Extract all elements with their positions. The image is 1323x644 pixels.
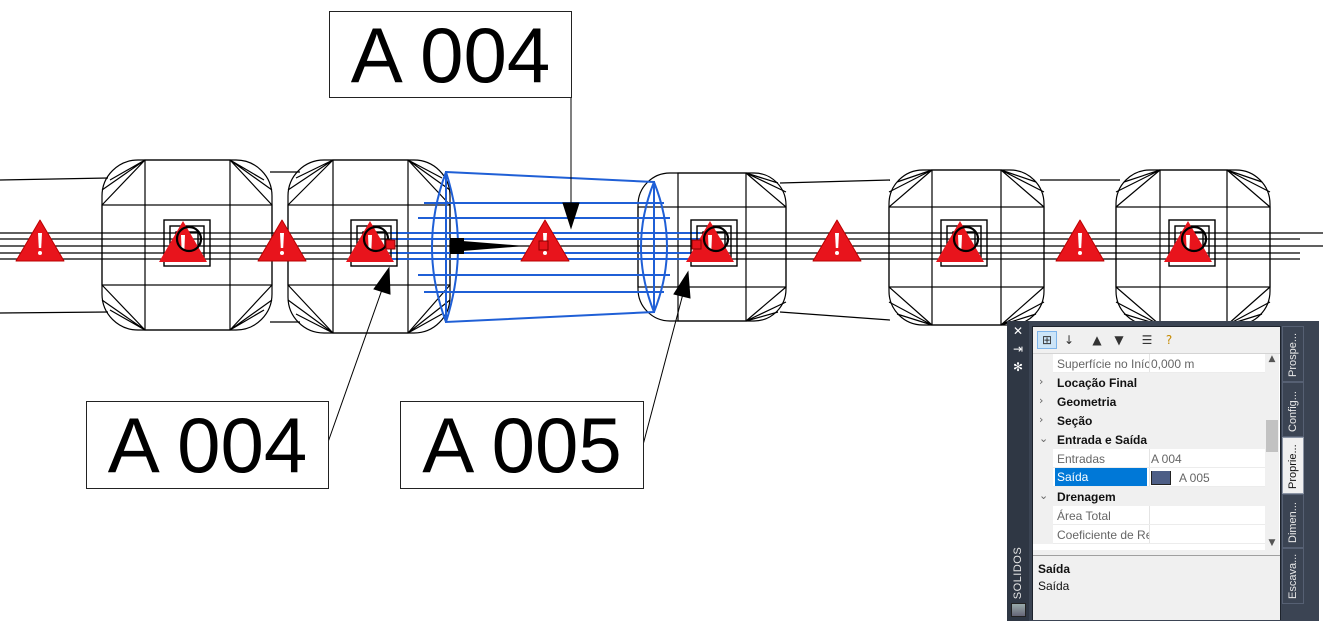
prop-row-area-total[interactable]: Área Total bbox=[1033, 506, 1265, 525]
tab-prospeccao[interactable]: Prospe... bbox=[1282, 326, 1304, 382]
scroll-up-icon[interactable]: ▲ bbox=[1268, 354, 1276, 364]
label-top-text: A 004 bbox=[350, 10, 551, 99]
structure-pick-icon[interactable] bbox=[1151, 471, 1171, 486]
properties-panel: ⊞ ↓ ▲ ▼ ☰ ? Superfície no Início0,000 m … bbox=[1032, 326, 1281, 620]
palette-tabs: Prospe... Config... Proprie... Dimen... … bbox=[1282, 326, 1316, 616]
property-grid[interactable]: Superfície no Início0,000 m ›Locação Fin… bbox=[1033, 354, 1280, 550]
alphabetical-icon[interactable]: ↓ bbox=[1063, 333, 1075, 347]
tab-dimensoes[interactable]: Dimen... bbox=[1282, 494, 1304, 548]
label-bottom-left[interactable]: A 004 bbox=[86, 401, 329, 489]
label-bottom-right-text: A 005 bbox=[422, 401, 622, 489]
flow-arrow bbox=[450, 238, 525, 254]
description-text: Saída bbox=[1038, 579, 1070, 593]
categorized-icon[interactable]: ⊞ bbox=[1037, 331, 1057, 349]
tab-propriedades[interactable]: Proprie... bbox=[1282, 437, 1304, 494]
expand-icon[interactable]: ▲ bbox=[1092, 333, 1102, 347]
pin-icon[interactable]: ⇥ bbox=[1012, 342, 1024, 356]
palette-title: SOLIDOS bbox=[1012, 546, 1024, 600]
category-geometria[interactable]: ›Geometria bbox=[1033, 392, 1265, 411]
prop-row-saida[interactable]: Saída A 005 bbox=[1033, 468, 1265, 487]
property-pages-icon[interactable]: ☰ bbox=[1141, 333, 1153, 347]
label-bottom-left-text: A 004 bbox=[107, 401, 308, 489]
collapse-icon[interactable]: ▼ bbox=[1114, 333, 1124, 347]
settings-icon[interactable]: ✻ bbox=[1012, 360, 1024, 374]
label-leaders bbox=[326, 97, 691, 446]
tab-escavacao[interactable]: Escava... bbox=[1282, 548, 1304, 604]
close-icon[interactable]: ✕ bbox=[1012, 324, 1024, 338]
chevron-down-icon[interactable]: ⌄ bbox=[1039, 432, 1049, 445]
saida-value: A 005 bbox=[1179, 471, 1210, 485]
help-icon[interactable]: ? bbox=[1165, 333, 1173, 347]
palette-side-bar: ✕ ⇥ ✻ SOLIDOS bbox=[1007, 321, 1029, 621]
properties-palette: ✕ ⇥ ✻ SOLIDOS ⊞ ↓ ▲ ▼ ☰ ? Superfície no … bbox=[1007, 321, 1319, 621]
scroll-thumb[interactable] bbox=[1266, 420, 1278, 452]
prop-row-coeficiente[interactable]: Coeficiente de Retorno bbox=[1033, 525, 1265, 544]
chevron-right-icon[interactable]: › bbox=[1039, 394, 1044, 407]
label-bottom-right[interactable]: A 005 bbox=[400, 401, 644, 489]
chevron-right-icon[interactable]: › bbox=[1039, 375, 1044, 388]
category-locacao-final[interactable]: ›Locação Final bbox=[1033, 373, 1265, 392]
label-top[interactable]: A 004 bbox=[329, 11, 572, 98]
tab-configuracao[interactable]: Config... bbox=[1282, 382, 1304, 437]
selection-grips[interactable] bbox=[385, 239, 702, 251]
category-entrada-saida[interactable]: ⌄Entrada e Saída bbox=[1033, 430, 1265, 449]
description-title: Saída bbox=[1038, 562, 1071, 576]
palette-menu-icon[interactable] bbox=[1011, 603, 1026, 617]
scroll-down-icon[interactable]: ▼ bbox=[1268, 538, 1276, 548]
chevron-down-icon[interactable]: ⌄ bbox=[1039, 489, 1049, 502]
category-secao[interactable]: ›Seção bbox=[1033, 411, 1265, 430]
property-description: Saída Saída bbox=[1033, 555, 1280, 620]
category-drenagem[interactable]: ⌄Drenagem bbox=[1033, 487, 1265, 506]
property-grid-scrollbar[interactable]: ▲ ▼ bbox=[1265, 354, 1279, 550]
prop-row[interactable]: Superfície no Início0,000 m bbox=[1033, 354, 1265, 373]
properties-toolbar: ⊞ ↓ ▲ ▼ ☰ ? bbox=[1033, 327, 1280, 354]
chevron-right-icon[interactable]: › bbox=[1039, 413, 1044, 426]
